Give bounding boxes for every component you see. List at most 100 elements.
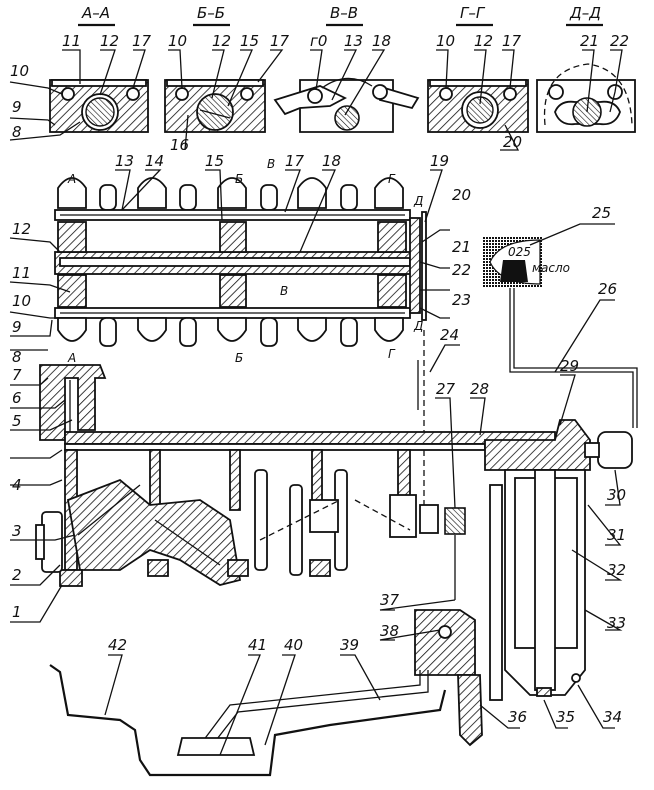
section-mark: Д [413,194,423,208]
gauge-scale-text: 025 [508,245,531,259]
crank-web [289,484,303,576]
oil-channel-hole [126,87,140,101]
main-journal [389,494,417,538]
callout-label: 37 [380,591,400,609]
callout-label: 10 [168,32,187,50]
callout-label: 23 [452,291,471,309]
section-title-d-d: Д–Д [569,4,601,22]
cylinder-head-longitudinal: А А Б Б В В Г Г Д Д 13 14 15 17 18 19 20… [9,152,471,366]
callout-label: 28 [470,380,489,398]
section-mark: Г [388,172,396,186]
callout-label: 26 [598,280,617,298]
main-bearing-cap [147,559,169,577]
callout-label: 38 [380,622,399,640]
section-mark: В [267,157,275,171]
drain-plug [536,687,552,697]
callout-label: 17 [270,32,290,50]
rocker-pivot [372,84,388,100]
callout-label: 1 [12,603,22,621]
section-mark: Д [413,319,423,333]
main-oil-gallery [64,443,486,451]
main-journal [309,499,339,533]
callout-label: 41 [248,636,267,654]
filter-head [484,419,591,471]
section-v-v: В–В г0 13 18 [273,4,420,133]
callout-label: 18 [322,152,341,170]
callout-label: 35 [556,708,575,726]
callout-label: г0 [310,32,327,50]
callout-label: 7 [12,366,22,384]
oil-channel-hole [61,87,75,101]
callout-label: 9 [12,98,22,116]
callout-label: 21 [452,238,471,256]
rocker-pivot [307,88,323,104]
section-mark: А [67,351,76,365]
callout-label: 11 [62,32,81,50]
callout-label: 18 [372,32,391,50]
section-mark: Б [235,351,243,365]
callout-label: 16 [170,136,189,154]
gauge-name-text: масло [532,261,570,275]
callout-label: 24 [440,326,459,344]
section-title-a-a: А–А [81,4,110,22]
oil-channel-hole [240,87,254,101]
callout-label: 4 [12,476,22,494]
callout-label: 15 [240,32,259,50]
section-mark: В [280,284,288,298]
callout-label: 8 [12,348,22,366]
callout-label: 27 [436,380,456,398]
main-bearing-cap [227,559,249,577]
callout-label: 31 [607,526,626,544]
oil-filter: 29 30 31 32 33 [484,357,633,701]
section-mark: Г [388,347,396,361]
callout-label: 42 [108,636,127,654]
callout-label: 8 [12,123,22,141]
bolt-hole [548,84,564,100]
camshaft-journal-b [196,93,234,131]
pressure-relief-valve [457,674,483,747]
cam-lobe [334,105,360,131]
callout-label: 11 [12,264,31,282]
section-g-g: Г–Г 10 12 17 20 [427,4,529,151]
section-title-v-v: В–В [330,4,358,22]
camshaft-oil-channel [59,257,411,267]
section-title-g-g: Г–Г [460,4,486,22]
callout-label: 40 [284,636,303,654]
camshaft-bearing [219,274,247,308]
oil-strainer [176,737,256,756]
crank-web [254,469,268,571]
pulley-nut [35,524,45,560]
oil-pressure-gauge: 025 масло 25 26 [482,204,638,428]
engine-block: 7 6 5 4 3 2 1 27 28 [10,364,556,623]
callout-label: 13 [344,32,363,50]
lower-valve-row [57,317,404,347]
oil-channel-hole [439,87,453,101]
callout-label: 13 [115,152,134,170]
timing-cover [421,211,427,321]
crankshaft-pulley [41,511,63,573]
section-a-a: А–А 10 9 8 11 12 17 [9,4,152,141]
filter-plug [571,673,581,683]
callout-label: 21 [580,32,599,50]
camshaft-bearing [377,221,407,253]
callout-label: 19 [430,152,449,170]
callout-label: 3 [12,522,22,540]
section-mark: Б [235,172,243,186]
oil-riser-channel [39,364,107,441]
main-bearing-cap [59,569,83,587]
callout-label: 9 [12,318,22,336]
main-oil-gallery-wall [64,431,556,445]
section-b-b: Б–Б 10 12 15 17 16 [164,4,290,154]
callout-label: 17 [285,152,305,170]
distributor-drive [419,504,439,534]
callout-label: 32 [607,561,626,579]
section-mark: А [67,172,76,186]
callout-label: 6 [12,389,22,407]
callout-label: 34 [603,708,622,726]
gauge-needle-block [500,260,528,282]
callout-label: 2 [12,566,22,584]
crankshaft-front [66,478,242,586]
callout-label: 36 [508,708,527,726]
callout-label: 14 [145,152,164,170]
